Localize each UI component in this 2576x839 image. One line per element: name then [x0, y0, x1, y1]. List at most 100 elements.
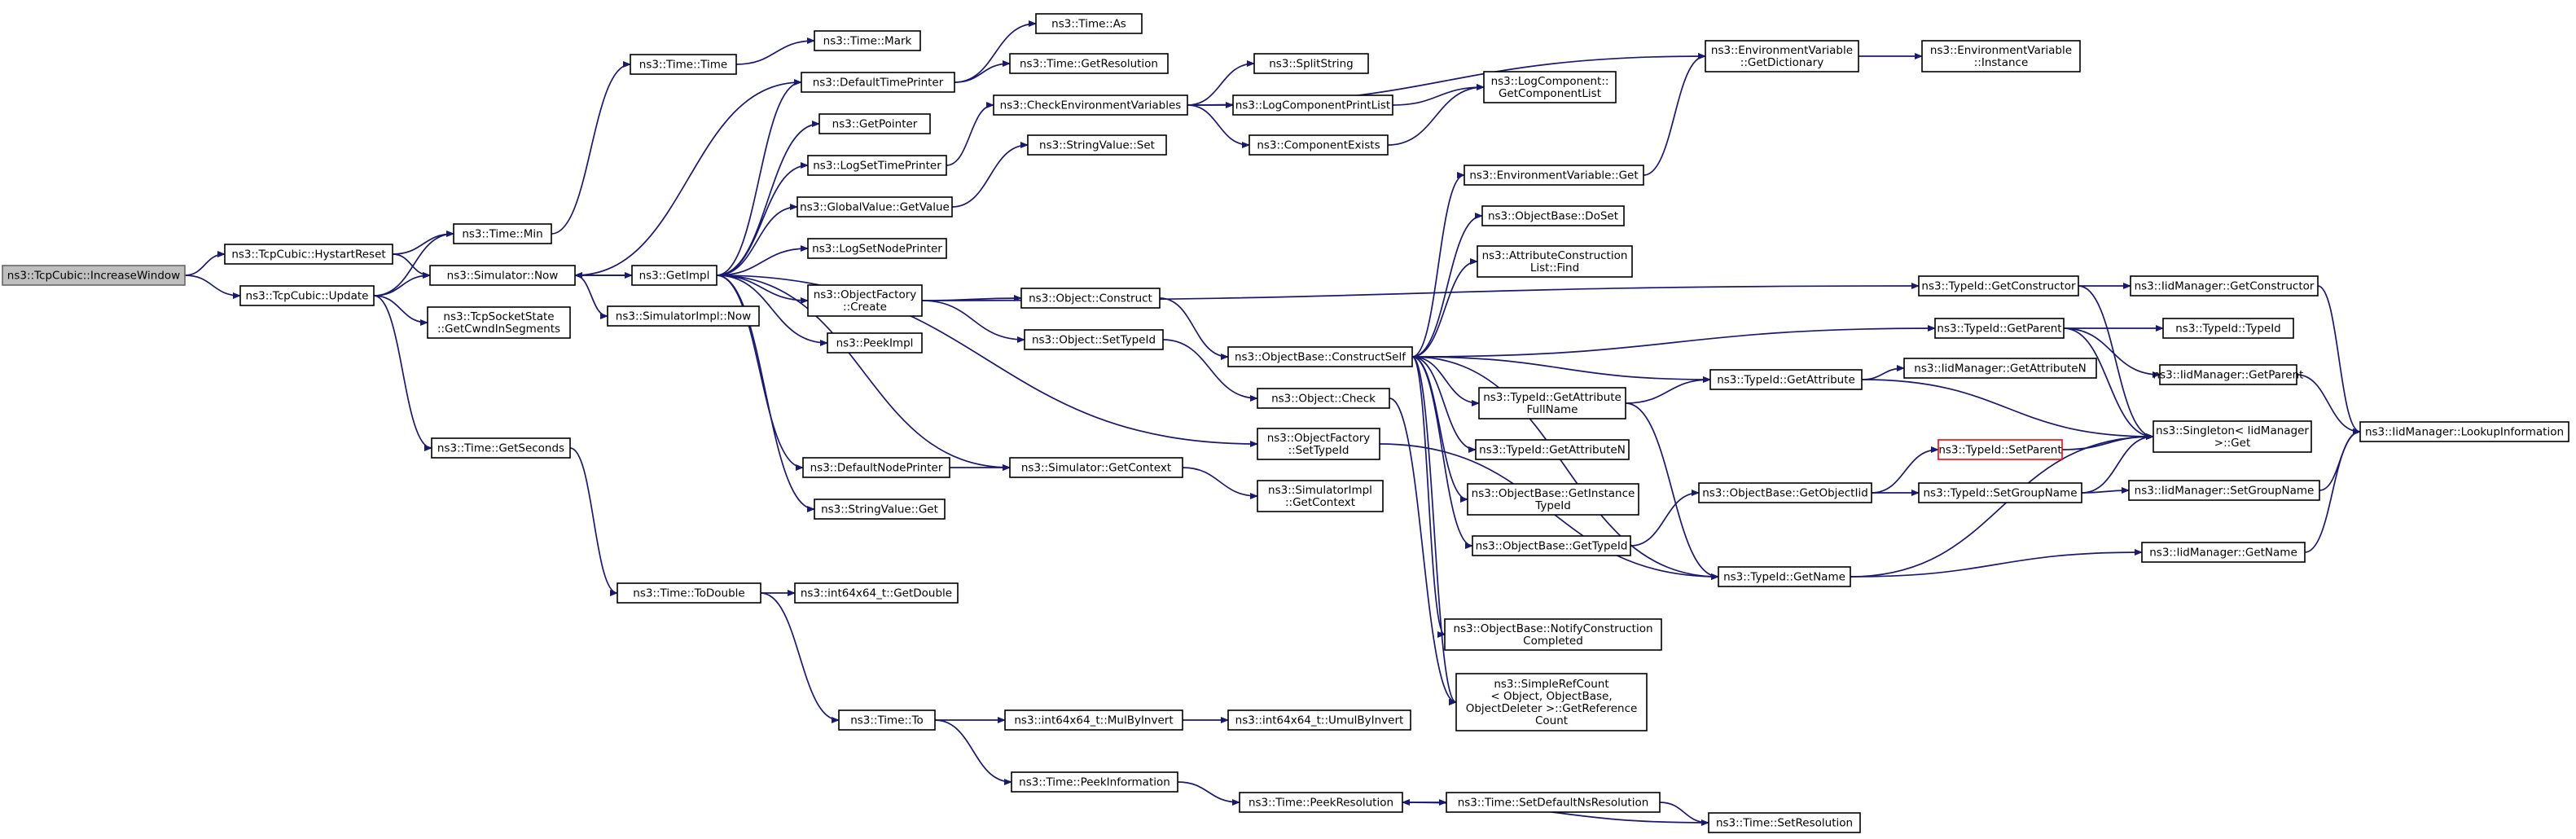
node-typeid-set-parent[interactable]: ns3::TypeId::SetParent	[1937, 439, 2063, 460]
node-global-value-get[interactable]: ns3::GlobalValue::GetValue	[796, 196, 953, 217]
node-hystart-reset[interactable]: ns3::TcpCubic::HystartReset	[224, 244, 393, 265]
node-iid-get-parent[interactable]: ns3::IidManager::GetParent	[2153, 364, 2304, 385]
node-object-factory-create[interactable]: ns3::ObjectFactory::Create	[807, 284, 923, 317]
node-time-min[interactable]: ns3::Time::Min	[453, 223, 552, 244]
node-iid-get-constructor[interactable]: ns3::IidManager::GetConstructor	[2130, 275, 2319, 297]
node-label: ns3::Time::PeekResolution	[1249, 797, 1393, 810]
node-typeid-get-parent[interactable]: ns3::TypeId::GetParent	[1934, 318, 2065, 339]
node-label: ns3::int64x64_t::UmulByInvert	[1235, 714, 1404, 727]
node-time-peek-information[interactable]: ns3::Time::PeekInformation	[1011, 771, 1178, 793]
node-box	[1257, 428, 1380, 460]
node-simimpl-get-context[interactable]: ns3::SimulatorImpl::GetContext	[1257, 480, 1384, 512]
edge-get-impl-to-global-value-get	[716, 204, 798, 276]
node-log-set-time-printer[interactable]: ns3::LogSetTimePrinter	[807, 155, 947, 176]
node-construct-self[interactable]: ns3::ObjectBase::ConstructSelf	[1227, 346, 1413, 367]
node-time-as[interactable]: ns3::Time::As	[1035, 13, 1143, 34]
node-log-component-get-list[interactable]: ns3::LogComponent::GetComponentList	[1483, 71, 1617, 103]
node-objectbase-get-typeid[interactable]: ns3::ObjectBase::GetTypeId	[1472, 535, 1631, 556]
node-label: ns3::IidManager::LookupInformation	[2365, 426, 2564, 439]
node-time-peek-resolution[interactable]: ns3::Time::PeekResolution	[1239, 792, 1403, 813]
node-iid-get-attribute-n[interactable]: ns3::IidManager::GetAttributeN	[1903, 358, 2097, 379]
node-label: List::Find	[1530, 261, 1579, 275]
node-peek-impl[interactable]: ns3::PeekImpl	[827, 332, 923, 354]
node-typeid-get-name[interactable]: ns3::TypeId::GetName	[1718, 566, 1851, 587]
node-typeid-get-attribute[interactable]: ns3::TypeId::GetAttribute	[1709, 369, 1863, 390]
node-label: ns3::LogComponentPrintList	[1235, 99, 1390, 112]
node-typeid-get-constructor[interactable]: ns3::TypeId::GetConstructor	[1918, 275, 2079, 297]
node-increase-window[interactable]: ns3::TcpCubic::IncreaseWindow	[2, 265, 186, 286]
node-object-construct[interactable]: ns3::Object::Construct	[1020, 288, 1161, 309]
node-get-cwnd[interactable]: ns3::TcpSocketState::GetCwndInSegments	[427, 306, 571, 339]
node-label: ns3::ObjectBase::NotifyConstruction	[1453, 622, 1652, 635]
node-time-get-resolution[interactable]: ns3::Time::GetResolution	[1009, 53, 1169, 74]
node-time-mark[interactable]: ns3::Time::Mark	[814, 30, 921, 51]
node-update[interactable]: ns3::TcpCubic::Update	[239, 285, 375, 306]
edge-get-seconds-to-time-to-double	[569, 447, 618, 596]
node-int64-get-double[interactable]: ns3::int64x64_t::GetDouble	[794, 582, 959, 604]
node-int64-mul-by-invert[interactable]: ns3::int64x64_t::MulByInvert	[1004, 709, 1183, 731]
node-env-instance[interactable]: ns3::EnvironmentVariable::Instance	[1921, 40, 2081, 72]
node-string-value-set[interactable]: ns3::StringValue::Set	[1027, 134, 1167, 156]
node-box	[1009, 457, 1183, 478]
node-box	[1227, 346, 1413, 367]
edge-typeid-get-constructor-to-singleton-get	[2078, 285, 2154, 440]
node-time-set-default-ns-resolution[interactable]: ns3::Time::SetDefaultNsResolution	[1446, 792, 1661, 813]
node-object-set-type-id[interactable]: ns3::Object::SetTypeId	[1024, 329, 1164, 350]
node-iid-set-group-name[interactable]: ns3::IidManager::SetGroupName	[2128, 480, 2320, 501]
node-iid-lookup[interactable]: ns3::IidManager::LookupInformation	[2359, 421, 2569, 442]
node-int64-umul-by-invert[interactable]: ns3::int64x64_t::UmulByInvert	[1227, 709, 1411, 731]
node-object-check[interactable]: ns3::Object::Check	[1257, 388, 1390, 409]
edge-time-peek-information-to-time-peek-resolution	[1177, 781, 1240, 806]
node-singleton-get[interactable]: ns3::Singleton< IidManager>::Get	[2153, 420, 2312, 453]
node-typeid-get-attr-n[interactable]: ns3::TypeId::GetAttributeN	[1475, 439, 1630, 460]
node-get-impl[interactable]: ns3::GetImpl	[631, 265, 718, 286]
node-label: ns3::GetImpl	[639, 270, 710, 283]
node-simimpl-now[interactable]: ns3::SimulatorImpl::Now	[607, 305, 760, 327]
node-get-pointer[interactable]: ns3::GetPointer	[818, 113, 931, 134]
edge-update-to-sim-now	[373, 272, 431, 297]
node-box	[1027, 134, 1167, 156]
node-box	[1709, 369, 1863, 390]
node-component-exists[interactable]: ns3::ComponentExists	[1249, 134, 1389, 156]
node-time-to-double[interactable]: ns3::Time::ToDouble	[617, 582, 761, 604]
node-simulator-get-context[interactable]: ns3::Simulator::GetContext	[1009, 457, 1183, 478]
edge-check-env-to-component-exists	[1187, 104, 1250, 148]
node-log-set-node-printer[interactable]: ns3::LogSetNodePrinter	[807, 238, 947, 259]
edge-typeid-get-attr-full-to-typeid-get-name	[1625, 402, 1719, 580]
node-label: ns3::TypeId::SetGroupName	[1923, 487, 2077, 500]
node-default-node-printer[interactable]: ns3::DefaultNodePrinter	[802, 457, 950, 478]
node-get-seconds[interactable]: ns3::Time::GetSeconds	[431, 437, 571, 459]
node-sim-now[interactable]: ns3::Simulator::Now	[429, 265, 576, 286]
node-typeid-set-group-name[interactable]: ns3::TypeId::SetGroupName	[1918, 482, 2082, 503]
node-split-string[interactable]: ns3::SplitString	[1253, 53, 1369, 74]
node-objectbase-doset[interactable]: ns3::ObjectBase::DoSet	[1481, 205, 1625, 226]
node-notify-construction[interactable]: ns3::ObjectBase::NotifyConstructionCompl…	[1444, 618, 1662, 651]
node-string-value-get[interactable]: ns3::StringValue::Get	[814, 499, 946, 520]
node-label: ns3::int64x64_t::MulByInvert	[1014, 714, 1173, 727]
edge-construct-self-to-typeid-get-parent	[1411, 325, 1936, 358]
node-objectbase-get-object-iid[interactable]: ns3::ObjectBase::GetObjectIid	[1698, 482, 1872, 503]
node-label: TypeId	[1534, 499, 1571, 512]
node-time-set-resolution[interactable]: ns3::Time::SetResolution	[1708, 812, 1861, 833]
edge-typeid-get-name-to-singleton-get	[1850, 433, 2154, 578]
node-box	[814, 499, 946, 520]
edge-sim-now-to-simimpl-now	[574, 275, 608, 319]
node-label: ns3::Time::ToDouble	[633, 587, 744, 600]
node-env-get[interactable]: ns3::EnvironmentVariable::Get	[1464, 165, 1644, 186]
node-iid-get-name[interactable]: ns3::IidManager::GetName	[2141, 542, 2306, 563]
node-typeid-typeid[interactable]: ns3::TypeId::TypeId	[2162, 318, 2294, 339]
node-factory-set-type-id[interactable]: ns3::ObjectFactory::SetTypeId	[1257, 428, 1380, 460]
edge-update-to-get-cwnd	[373, 295, 428, 326]
node-box	[630, 54, 737, 75]
node-time-to[interactable]: ns3::Time::To	[838, 709, 936, 731]
node-check-env[interactable]: ns3::CheckEnvironmentVariables	[993, 94, 1188, 116]
node-simple-ref-count[interactable]: ns3::SimpleRefCount< Object, ObjectBase,…	[1455, 673, 1648, 731]
node-time-time[interactable]: ns3::Time::Time	[630, 54, 737, 75]
node-label: ns3::ObjectFactory	[1267, 432, 1371, 445]
node-env-get-dictionary[interactable]: ns3::EnvironmentVariable::GetDictionary	[1705, 40, 1859, 72]
node-log-component-print-list[interactable]: ns3::LogComponentPrintList	[1232, 94, 1393, 116]
node-default-time-printer[interactable]: ns3::DefaultTimePrinter	[801, 72, 955, 93]
